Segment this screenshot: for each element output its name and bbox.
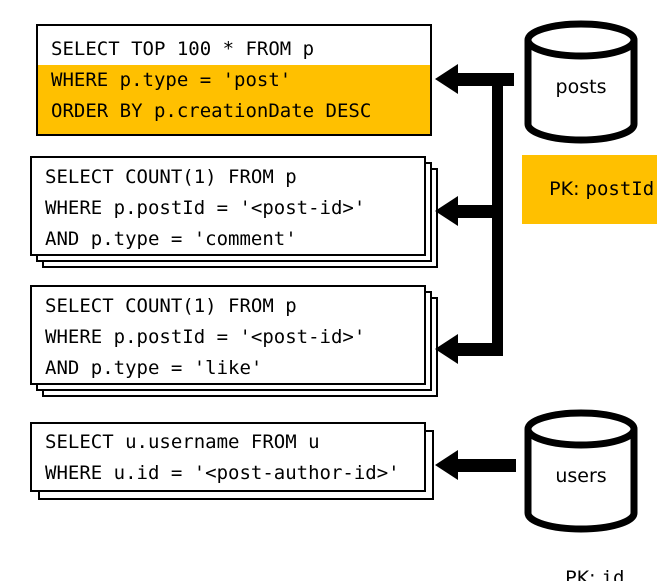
datastore-users[interactable]: users bbox=[519, 403, 643, 539]
query-line: SELECT TOP 100 * FROM p bbox=[51, 38, 315, 60]
connector-posts-to-top-posts bbox=[458, 73, 514, 86]
connector-posts-trunk bbox=[492, 73, 503, 356]
arrow-head-top-posts bbox=[435, 64, 458, 94]
query-line: WHERE p.postId = '<post-id>' bbox=[45, 326, 366, 348]
query-line: WHERE p.postId = '<post-id>' bbox=[45, 197, 366, 219]
connector-posts-to-count-likes bbox=[458, 343, 496, 356]
arrow-head-count-comments bbox=[435, 196, 458, 226]
datastore-users-pk: PK: id bbox=[541, 545, 624, 581]
query-card-face: SELECT COUNT(1) FROM p WHERE p.postId = … bbox=[30, 285, 426, 385]
query-card-face: SELECT u.username FROM u WHERE u.id = '<… bbox=[30, 422, 426, 492]
query-line: SELECT COUNT(1) FROM p bbox=[45, 166, 297, 188]
arrow-head-count-likes bbox=[435, 334, 458, 364]
query-line: AND p.type = 'comment' bbox=[45, 228, 297, 250]
query-card-count-comments[interactable]: SELECT COUNT(1) FROM p WHERE p.postId = … bbox=[30, 156, 438, 268]
arrow-head-author-username bbox=[435, 450, 458, 480]
query-line: WHERE u.id = '<post-author-id>' bbox=[45, 462, 400, 484]
cylinder-icon bbox=[524, 20, 638, 144]
datastore-label: users bbox=[555, 465, 607, 487]
query-line: SELECT u.username FROM u bbox=[45, 431, 320, 453]
query-card-count-likes[interactable]: SELECT COUNT(1) FROM p WHERE p.postId = … bbox=[30, 285, 438, 397]
query-card-author-username[interactable]: SELECT u.username FROM u WHERE u.id = '<… bbox=[30, 422, 438, 506]
pk-prefix: PK: bbox=[565, 567, 602, 581]
connector-users-to-author-username bbox=[458, 459, 516, 472]
connector-posts-to-count-comments bbox=[458, 205, 496, 218]
pk-prefix: PK: bbox=[549, 178, 586, 200]
datastore-posts[interactable]: posts bbox=[519, 14, 643, 150]
query-line: AND p.type = 'like' bbox=[45, 357, 263, 379]
datastore-posts-pk: PK: postId bbox=[522, 155, 658, 224]
cylinder-icon bbox=[524, 409, 638, 533]
datastore-label: posts bbox=[555, 76, 607, 98]
query-card-face: SELECT COUNT(1) FROM p WHERE p.postId = … bbox=[30, 156, 426, 256]
query-line-highlighted: ORDER BY p.creationDate DESC bbox=[38, 96, 430, 134]
query-card-top-posts[interactable]: SELECT TOP 100 * FROM p WHERE p.type = '… bbox=[36, 24, 432, 136]
query-card-face: SELECT TOP 100 * FROM p WHERE p.type = '… bbox=[36, 24, 432, 136]
query-line-highlighted: WHERE p.type = 'post' bbox=[38, 65, 430, 96]
query-line: SELECT COUNT(1) FROM p bbox=[45, 295, 297, 317]
pk-field: postId bbox=[585, 178, 655, 200]
pk-field: id bbox=[601, 567, 625, 581]
